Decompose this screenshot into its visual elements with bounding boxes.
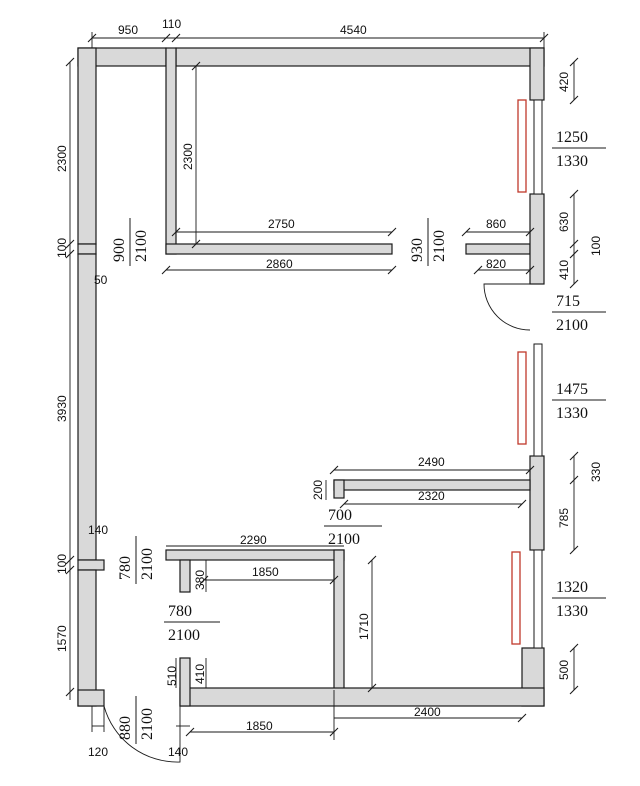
wall-left-middle bbox=[77, 253, 97, 561]
dim-bottom-1850: 1850 bbox=[246, 719, 273, 733]
svg-text:780: 780 bbox=[168, 603, 192, 620]
dim-inner-2860: 2860 bbox=[266, 257, 293, 271]
dim-inner-860: 860 bbox=[486, 217, 506, 231]
wall-inner-2290 bbox=[165, 549, 345, 561]
wall-inner-horizontal bbox=[165, 243, 393, 255]
svg-text:2100: 2100 bbox=[168, 627, 200, 644]
wall-right-630 bbox=[529, 193, 545, 285]
wall-inner-1710 bbox=[333, 549, 345, 691]
door-label-700: 700 2100 bbox=[324, 507, 382, 548]
doors bbox=[103, 283, 531, 763]
dim-right-630: 630 bbox=[557, 212, 571, 232]
window-1475 bbox=[533, 343, 543, 457]
svg-text:1250: 1250 bbox=[556, 129, 588, 146]
svg-text:880: 880 bbox=[117, 716, 134, 740]
wall-bottom bbox=[179, 687, 545, 707]
wall-inner-vertical bbox=[165, 47, 177, 255]
dim-bottom-120: 120 bbox=[88, 745, 108, 759]
door-label-715: 715 2100 bbox=[552, 293, 606, 334]
svg-text:1330: 1330 bbox=[556, 603, 588, 620]
svg-text:1330: 1330 bbox=[556, 153, 588, 170]
dim-inner-510: 510 bbox=[165, 666, 179, 686]
svg-text:2100: 2100 bbox=[133, 230, 150, 262]
dim-right-330: 330 bbox=[589, 462, 603, 482]
dim-inner-2750: 2750 bbox=[268, 217, 295, 231]
wall-inner-2490-stub bbox=[333, 479, 345, 499]
window-1320 bbox=[533, 549, 543, 649]
dim-inner-820: 820 bbox=[486, 257, 506, 271]
svg-text:1475: 1475 bbox=[556, 381, 588, 398]
dim-left-2300: 2300 bbox=[55, 145, 69, 172]
radiator-2 bbox=[517, 351, 527, 445]
dim-left-3930: 3930 bbox=[55, 395, 69, 422]
dim-inner-1710: 1710 bbox=[357, 613, 371, 640]
svg-text:2100: 2100 bbox=[431, 230, 448, 262]
dim-right-100: 100 bbox=[589, 236, 603, 256]
window-label-1320: 1320 1330 bbox=[552, 579, 606, 620]
opening-labels: 900 2100 930 2100 780 2100 880 2100 1250… bbox=[111, 129, 606, 744]
wall-inner-860 bbox=[465, 243, 531, 255]
svg-text:780: 780 bbox=[117, 556, 134, 580]
svg-text:900: 900 bbox=[111, 238, 128, 262]
door-swing-880 bbox=[103, 705, 181, 763]
dim-inner-2290: 2290 bbox=[240, 533, 267, 547]
radiator-3 bbox=[511, 551, 521, 645]
dim-left-1570: 1570 bbox=[55, 625, 69, 652]
dim-top-950: 950 bbox=[118, 23, 138, 37]
dim-inner-140a: 140 bbox=[88, 523, 108, 537]
door-label-900: 900 2100 bbox=[111, 218, 150, 266]
dimension-lines bbox=[65, 32, 579, 740]
dim-left-100a: 100 bbox=[55, 238, 69, 258]
door-label-930: 930 2100 bbox=[409, 218, 448, 266]
wall-left-bottom bbox=[77, 689, 105, 707]
door-label-780b: 780 2100 bbox=[164, 603, 220, 644]
svg-text:715: 715 bbox=[556, 293, 580, 310]
dim-right-785: 785 bbox=[557, 508, 571, 528]
windows bbox=[511, 99, 543, 649]
wall-left-stub2 bbox=[77, 559, 105, 571]
wall-left-lower bbox=[77, 569, 97, 707]
dim-top-4540: 4540 bbox=[340, 23, 367, 37]
radiator-1 bbox=[517, 99, 527, 193]
window-1250 bbox=[533, 99, 543, 195]
svg-text:1320: 1320 bbox=[556, 579, 588, 596]
dim-right-410: 410 bbox=[557, 260, 571, 280]
dimension-labels: 950 110 4540 420 630 100 410 330 785 500… bbox=[55, 17, 603, 759]
door-label-780a: 780 2100 bbox=[117, 536, 156, 584]
svg-text:2100: 2100 bbox=[139, 708, 156, 740]
wall-left-stub bbox=[77, 243, 97, 255]
svg-text:2100: 2100 bbox=[328, 531, 360, 548]
dim-inner-1850a: 1850 bbox=[252, 565, 279, 579]
door-label-880: 880 2100 bbox=[117, 696, 156, 744]
svg-text:930: 930 bbox=[409, 238, 426, 262]
wall-right-top bbox=[529, 47, 545, 101]
window-label-1250: 1250 1330 bbox=[552, 129, 606, 170]
svg-text:700: 700 bbox=[328, 507, 352, 524]
wall-inner-380 bbox=[179, 559, 191, 593]
wall-right-785 bbox=[529, 455, 545, 551]
wall-bottom-stub bbox=[179, 657, 191, 707]
svg-text:2100: 2100 bbox=[556, 317, 588, 334]
wall-left-upper bbox=[77, 47, 97, 245]
dim-inner-200: 200 bbox=[311, 480, 325, 500]
dim-right-420: 420 bbox=[557, 72, 571, 92]
dim-left-100b: 100 bbox=[55, 554, 69, 574]
dim-inner-2490: 2490 bbox=[418, 455, 445, 469]
dim-bottom-140: 140 bbox=[168, 745, 188, 759]
door-swing-715 bbox=[483, 283, 531, 331]
dim-right-500: 500 bbox=[557, 660, 571, 680]
dim-top-110: 110 bbox=[162, 17, 181, 31]
wall-top-main bbox=[175, 47, 545, 67]
window-label-1475: 1475 1330 bbox=[552, 381, 606, 422]
dim-inner-50: 50 bbox=[94, 273, 108, 287]
dim-inner-2320: 2320 bbox=[418, 489, 445, 503]
dim-bottom-2400: 2400 bbox=[414, 705, 441, 719]
dim-inner-380: 380 bbox=[193, 570, 207, 590]
walls bbox=[77, 47, 545, 707]
svg-text:1330: 1330 bbox=[556, 405, 588, 422]
svg-text:2100: 2100 bbox=[139, 548, 156, 580]
dim-inner-2300: 2300 bbox=[181, 143, 195, 170]
dim-inner-410b: 410 bbox=[193, 664, 207, 684]
